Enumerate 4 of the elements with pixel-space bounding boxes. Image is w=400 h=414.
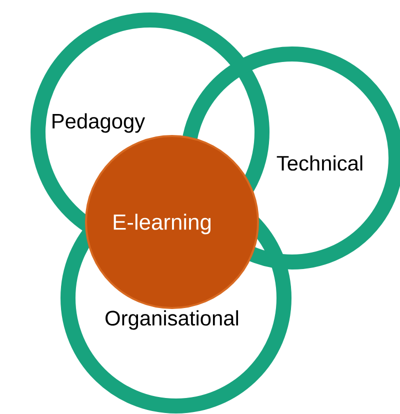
label: Technical — [276, 155, 362, 171]
label: Pedagogy — [52, 113, 146, 133]
label: Organisational — [106, 310, 238, 330]
label: E-learning — [114, 214, 211, 234]
